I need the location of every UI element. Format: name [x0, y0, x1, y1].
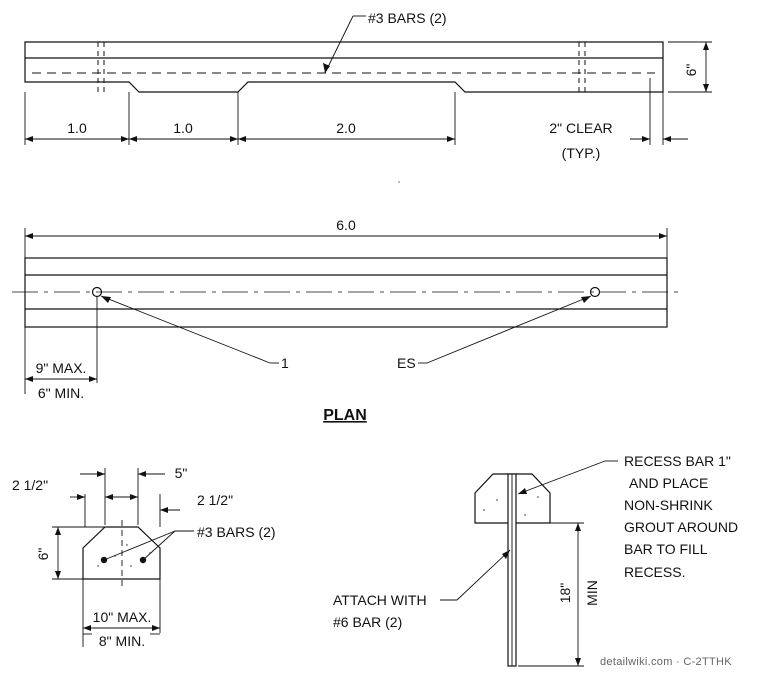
plan-overall-dim: 6.0	[336, 217, 356, 233]
elevation-dim-seg2: 1.0	[173, 120, 193, 136]
install-attach-leader	[456, 549, 511, 601]
elevation-bar-holes	[97, 42, 586, 92]
plan-callout-left: 1	[281, 355, 289, 371]
install-note-line-1: RECESS BAR 1"	[624, 453, 731, 469]
install-note-line-3: NON-SHRINK	[624, 497, 713, 513]
install-note-line-5: BAR TO FILL	[624, 541, 708, 557]
elevation-dim-clear-typ: (TYP.)	[562, 145, 601, 161]
section-dim-bottom-min: 8" MIN.	[99, 633, 145, 649]
plan-outline	[24, 257, 668, 328]
section-dim-top-max: 10" MAX.	[93, 609, 152, 625]
install-dim-depth-suffix: MIN	[584, 580, 600, 606]
watermark: detailwiki.com · C-2TTHK	[600, 656, 732, 668]
install-note-line-2: AND PLACE	[629, 475, 708, 491]
section-view: 5" 2 1/2" 2 1/2" #3 BARS (2) 6"	[12, 465, 276, 649]
plan-leader-left	[100, 295, 271, 364]
elevation-dim-seg3: 2.0	[336, 120, 356, 136]
install-attach-line-2: #6 BAR (2)	[333, 614, 402, 630]
elevation-dim-seg1: 1.0	[67, 120, 87, 136]
elevation-bars-callout: #3 BARS (2)	[368, 10, 447, 26]
section-dim-left: 2 1/2"	[12, 477, 48, 493]
elevation-dim-clear: 2" CLEAR	[549, 120, 612, 136]
plan-dim-max: 9" MAX.	[36, 360, 87, 376]
install-note-line-6: RECESS.	[624, 564, 685, 580]
plan-title: PLAN	[323, 407, 367, 424]
section-dim-right: 2 1/2"	[197, 492, 233, 508]
plan-bar-hole-right	[589, 286, 601, 298]
plan-leader-right	[426, 295, 592, 364]
section-dim-height: 6"	[35, 548, 51, 561]
install-note-leader	[517, 460, 606, 495]
install-attach-line-1: ATTACH WITH	[333, 592, 427, 608]
section-bars-callout: #3 BARS (2)	[197, 524, 276, 540]
plan-view: 6.0 1 ES 9" MAX. 6" MIN. PLAN	[12, 217, 680, 424]
elevation-outline	[24, 41, 664, 93]
section-dim-center: 5"	[175, 465, 188, 481]
plan-callout-right: ES	[397, 355, 416, 371]
elevation-height-dim: 6"	[683, 64, 699, 77]
install-note-line-4: GROUT AROUND	[624, 519, 738, 535]
elevation-callout-leader	[324, 15, 354, 74]
install-dim-depth: 18"	[557, 583, 573, 604]
elevation-view: #3 BARS (2) 6"	[24, 10, 712, 183]
installation-view: RECESS BAR 1" AND PLACE NON-SHRINK GROUT…	[333, 453, 738, 667]
plan-dim-min: 6" MIN.	[38, 385, 84, 401]
